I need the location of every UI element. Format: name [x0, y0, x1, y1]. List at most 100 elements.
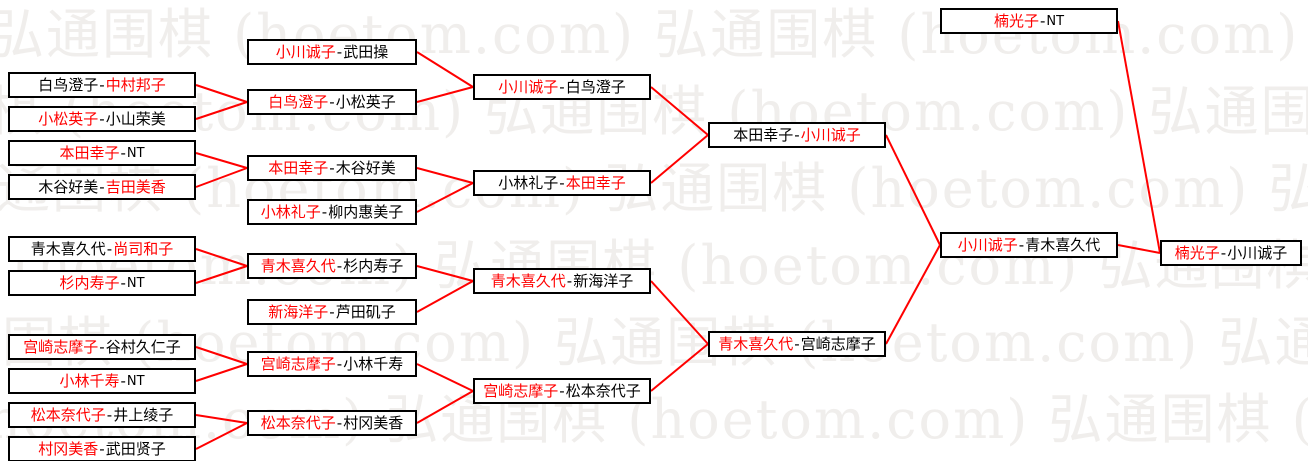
- player-name: 松本奈代子: [30, 405, 106, 424]
- player-name: 新海洋子: [573, 271, 634, 290]
- player-name: 青木喜久代: [30, 239, 106, 258]
- player-name: 小林礼子: [260, 202, 321, 221]
- player-name: 木谷好美: [335, 158, 396, 177]
- match-box[interactable]: 杉内寿子-NT: [8, 270, 196, 296]
- name-separator: -: [106, 239, 113, 258]
- player-name: NT: [126, 145, 145, 161]
- match-box[interactable]: 木谷好美-吉田美香: [8, 174, 196, 200]
- player-name: 村冈美香: [38, 439, 99, 458]
- match-box[interactable]: 白鸟澄子-中村邦子: [8, 72, 196, 98]
- connector-line: [195, 265, 248, 284]
- player-name: 小山荣美: [105, 109, 166, 128]
- match-box[interactable]: 白鸟澄子-小松英子: [247, 89, 417, 115]
- player-name: 村冈美香: [343, 413, 404, 432]
- name-separator: -: [559, 173, 565, 192]
- name-separator: -: [1018, 235, 1025, 254]
- match-box[interactable]: 楠光子-NT: [940, 8, 1118, 34]
- connector-line: [650, 134, 709, 184]
- player-name: 楠光子: [993, 11, 1039, 30]
- match-box[interactable]: 楠光子-小川诚子: [1160, 240, 1302, 266]
- match-box[interactable]: 村冈美香-武田贤子: [8, 436, 196, 461]
- connector-line: [416, 265, 474, 282]
- player-name: 本田幸子: [268, 158, 329, 177]
- player-name: 谷村久仁子: [105, 337, 181, 356]
- match-box[interactable]: 青木喜久代-尚司和子: [8, 236, 196, 262]
- player-name: 小松英子: [38, 109, 99, 128]
- match-box[interactable]: 小林礼子-柳内惠美子: [247, 199, 417, 225]
- name-separator: -: [120, 143, 126, 162]
- player-name: 青木喜久代: [1025, 235, 1101, 254]
- name-separator: -: [99, 337, 105, 356]
- player-name: 宫崎志摩子: [800, 334, 876, 353]
- name-separator: -: [1039, 11, 1046, 30]
- player-name: 柳内惠美子: [328, 202, 404, 221]
- player-name: NT: [126, 373, 145, 389]
- connector-line: [195, 363, 248, 382]
- connector-line: [650, 86, 709, 136]
- player-name: 松本奈代子: [565, 381, 641, 400]
- player-name: 青木喜久代: [260, 256, 336, 275]
- connector-line: [195, 248, 248, 267]
- name-separator: -: [321, 202, 328, 221]
- player-name: 杉内寿子: [59, 273, 120, 292]
- match-box[interactable]: 本田幸子-小川诚子: [708, 122, 886, 148]
- connector-line: [650, 280, 709, 345]
- player-name: 白鸟澄子: [268, 92, 329, 111]
- player-name: 小林礼子: [498, 173, 559, 192]
- connector-line: [195, 414, 248, 424]
- player-name: 吉田美香: [105, 177, 166, 196]
- connector-line: [416, 390, 474, 424]
- name-separator: -: [559, 77, 565, 96]
- player-name: 小林千寿: [59, 371, 120, 390]
- connector-line: [195, 84, 248, 103]
- match-box[interactable]: 青木喜久代-新海洋子: [473, 268, 651, 294]
- name-separator: -: [329, 92, 335, 111]
- player-name: NT: [1046, 13, 1065, 29]
- match-box[interactable]: 小林千寿-NT: [8, 368, 196, 394]
- match-box[interactable]: 松本奈代子-村冈美香: [247, 410, 417, 436]
- connector-line: [1117, 244, 1161, 254]
- name-separator: -: [559, 381, 565, 400]
- match-box[interactable]: 小川诚子-青木喜久代: [940, 232, 1118, 258]
- name-separator: -: [336, 256, 343, 275]
- match-box[interactable]: 新海洋子-芦田矶子: [247, 299, 417, 325]
- player-name: 小川诚子: [800, 125, 861, 144]
- name-separator: -: [794, 125, 800, 144]
- match-box[interactable]: 宫崎志摩子-松本奈代子: [473, 378, 651, 404]
- name-separator: -: [566, 271, 573, 290]
- player-name: 芦田矶子: [335, 302, 396, 321]
- watermark-text: 弘通围棋 (hoetom.com) 弘通围棋 (hoetom.com) 弘通围棋…: [0, 311, 1308, 374]
- player-name: 小川诚子: [1227, 243, 1288, 262]
- name-separator: -: [794, 334, 800, 353]
- name-separator: -: [120, 273, 126, 292]
- match-box[interactable]: 小川诚子-白鸟澄子: [473, 74, 651, 100]
- match-box[interactable]: 宫崎志摩子-谷村久仁子: [8, 334, 196, 360]
- name-separator: -: [329, 158, 335, 177]
- match-box[interactable]: 小松英子-小山荣美: [8, 106, 196, 132]
- player-name: 小川诚子: [498, 77, 559, 96]
- match-box[interactable]: 小川诚子-武田操: [247, 39, 417, 65]
- match-box[interactable]: 松本奈代子-井上绫子: [8, 402, 196, 428]
- player-name: 新海洋子: [268, 302, 329, 321]
- match-box[interactable]: 宫崎志摩子-小林千寿: [247, 351, 417, 377]
- match-box[interactable]: 青木喜久代-杉内寿子: [247, 253, 417, 279]
- match-box[interactable]: 小林礼子-本田幸子: [473, 170, 651, 196]
- name-separator: -: [336, 413, 343, 432]
- player-name: 白鸟澄子: [565, 77, 626, 96]
- match-box[interactable]: 本田幸子-NT: [8, 140, 196, 166]
- connector-line: [195, 167, 248, 188]
- player-name: 宫崎志摩子: [260, 354, 336, 373]
- connector-line: [195, 422, 248, 450]
- watermark-text: 弘通围棋 (hoetom.com) 弘通围棋 (hoetom.com) 弘通围棋…: [0, 388, 1308, 451]
- player-name: 宫崎志摩子: [483, 381, 559, 400]
- match-box[interactable]: 青木喜久代-宫崎志摩子: [708, 331, 886, 357]
- name-separator: -: [120, 371, 126, 390]
- name-separator: -: [336, 42, 343, 61]
- player-name: 武田贤子: [105, 439, 166, 458]
- match-box[interactable]: 本田幸子-木谷好美: [247, 155, 417, 181]
- player-name: 小林千寿: [343, 354, 404, 373]
- name-separator: -: [99, 177, 105, 196]
- name-separator: -: [99, 439, 105, 458]
- connector-line: [1117, 20, 1161, 254]
